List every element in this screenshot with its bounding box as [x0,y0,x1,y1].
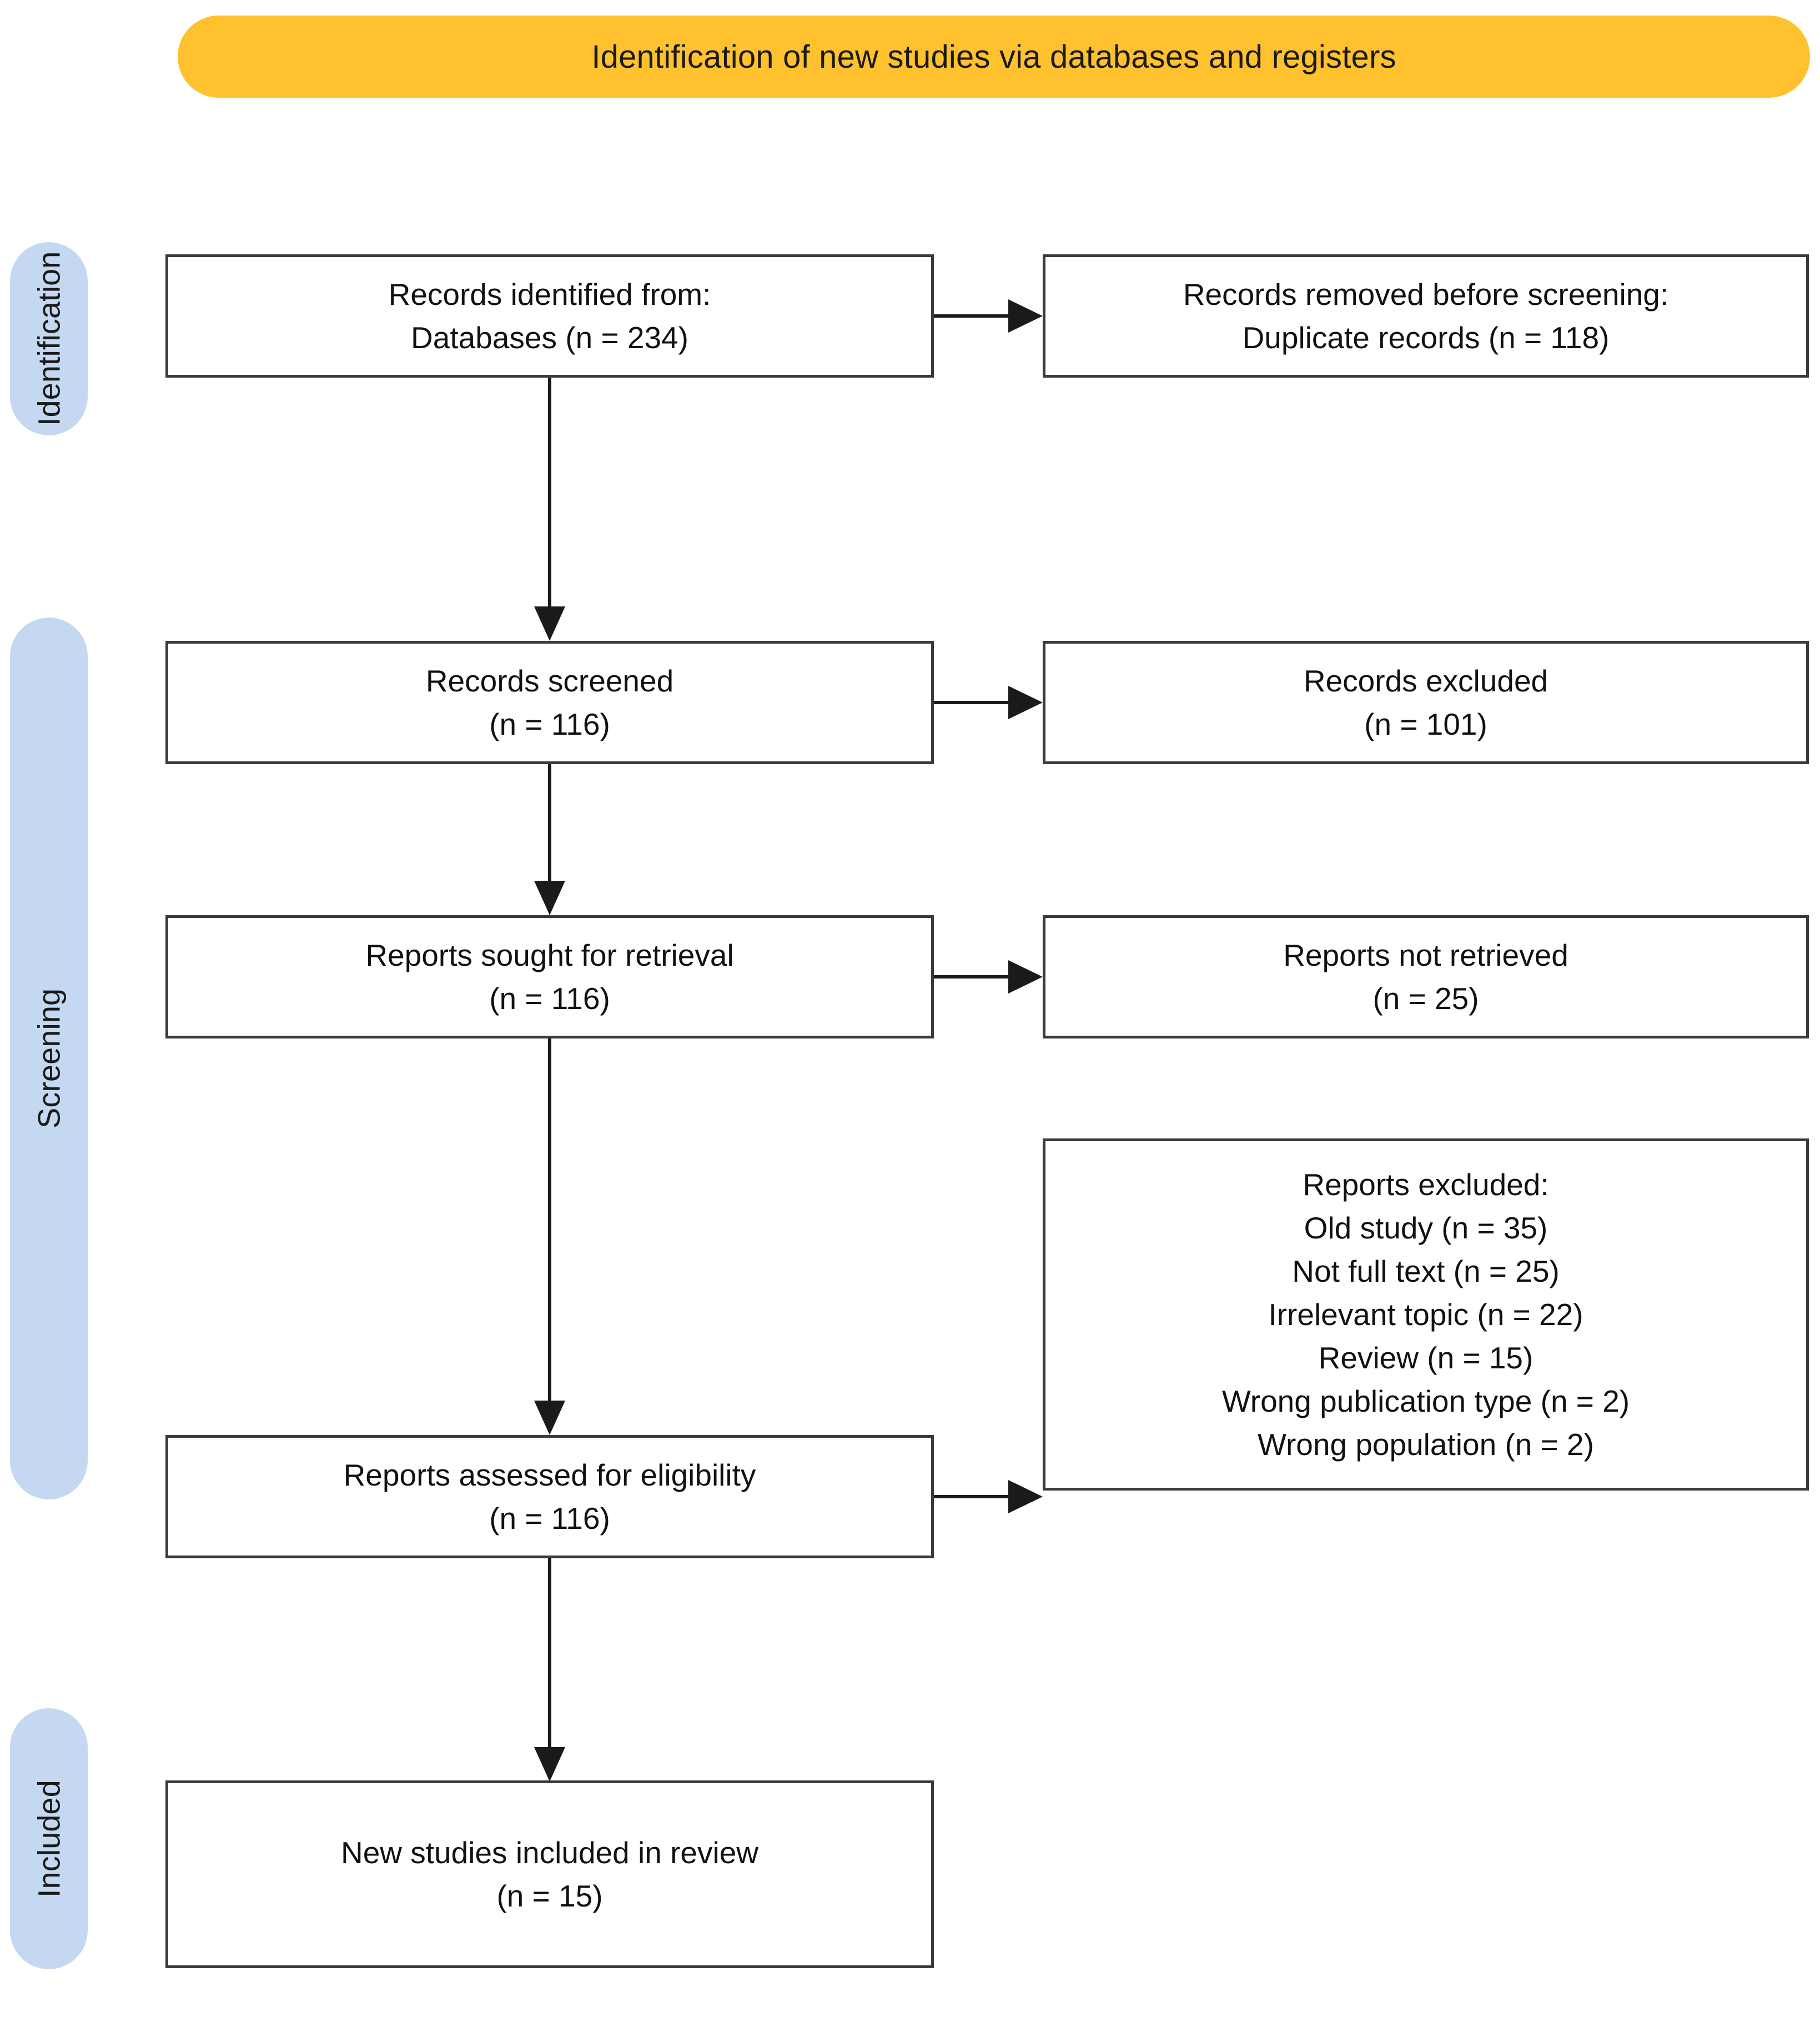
box-line: Review (n = 15) [1318,1341,1534,1376]
box-line: Reports not retrieved [1283,937,1568,972]
arrowhead-assessed-to-excluded [1008,1480,1043,1513]
arrowhead-sought-to-not-retrieved [1008,960,1043,994]
box-reports-assessed: Reports assessed for eligibility (n = 11… [165,1435,934,1558]
header-banner: Identification of new studies via databa… [178,16,1810,98]
box-line: (n = 25) [1372,981,1479,1016]
box-line: (n = 101) [1364,707,1487,741]
connector-assessed-to-excluded [934,1495,1008,1498]
connector-sought-to-assessed [548,1038,551,1401]
box-new-studies-included: New studies included in review (n = 15) [165,1780,934,1968]
connector-sought-to-not-retrieved [934,975,1008,979]
box-line: Not full text (n = 25) [1292,1253,1560,1288]
stage-label-identification: Identification [31,251,67,427]
arrowhead-identified-to-screened [534,606,565,641]
connector-identified-to-screened [548,378,551,606]
box-line: Records identified from: [388,277,711,312]
arrowhead-identified-to-removed [1008,299,1043,333]
stage-pill-identification [10,242,88,435]
arrowhead-screened-to-excluded [1008,686,1043,719]
box-line: Databases (n = 234) [411,320,688,355]
box-line: (n = 116) [489,707,610,741]
box-line: Reports excluded: [1303,1167,1549,1202]
box-line: Old study (n = 35) [1304,1210,1548,1245]
box-records-screened: Records screened (n = 116) [165,641,934,764]
box-line: (n = 15) [496,1879,603,1913]
box-line: Records excluded [1303,663,1548,698]
box-line: Irrelevant topic (n = 22) [1268,1297,1583,1332]
connector-screened-to-sought [548,764,551,881]
box-records-removed: Records removed before screening: Duplic… [1043,254,1809,378]
header-title: Identification of new studies via databa… [591,38,1396,75]
box-line: Records removed before screening: [1183,277,1669,312]
stage-label-included: Included [31,1780,67,1898]
stage-pill-included [10,1708,88,1969]
box-line: Reports assessed for eligibility [343,1457,756,1492]
box-reports-not-retrieved: Reports not retrieved (n = 25) [1043,915,1809,1038]
connector-assessed-to-included [548,1558,551,1747]
box-line: New studies included in review [340,1835,759,1870]
box-records-excluded: Records excluded (n = 101) [1043,641,1809,764]
stage-pill-screening [10,618,88,1499]
arrowhead-assessed-to-included [534,1747,565,1782]
stage-label-screening: Screening [31,988,67,1129]
box-line: Wrong publication type (n = 2) [1221,1384,1630,1419]
box-reports-excluded: Reports excluded: Old study (n = 35) Not… [1043,1138,1809,1491]
box-line: Records screened [425,663,674,698]
connector-screened-to-excluded [934,701,1008,704]
box-line: Wrong population (n = 2) [1258,1427,1594,1462]
box-line: (n = 116) [489,1501,610,1536]
arrowhead-screened-to-sought [534,881,565,915]
arrowhead-sought-to-assessed [534,1401,565,1435]
box-line: Duplicate records (n = 118) [1242,320,1610,355]
box-line: Reports sought for retrieval [365,937,734,972]
box-line: (n = 116) [489,981,610,1016]
connector-identified-to-removed [934,314,1008,318]
box-records-identified: Records identified from: Databases (n = … [165,254,934,378]
box-reports-sought: Reports sought for retrieval (n = 116) [165,915,934,1038]
